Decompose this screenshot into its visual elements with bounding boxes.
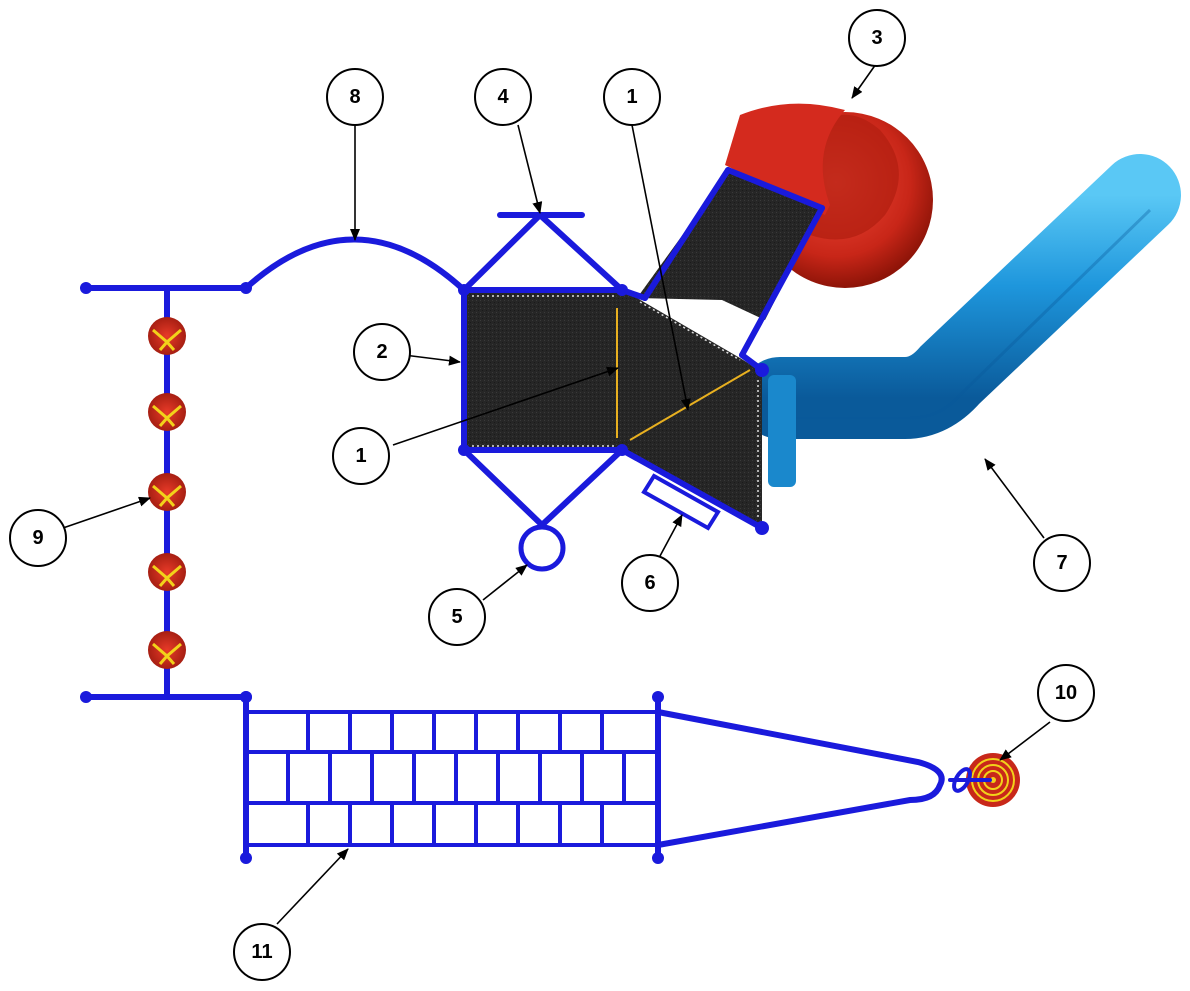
- tension-frame: [655, 709, 945, 848]
- ladder-rungs: [286, 710, 626, 847]
- ring-handle-5: [461, 447, 625, 572]
- callout-8: 8: [326, 68, 384, 126]
- callout-10-label: 10: [1055, 682, 1077, 704]
- joint: [80, 691, 92, 703]
- handhold: [148, 631, 186, 669]
- handholds: [148, 317, 186, 669]
- tube-slide-7: [739, 154, 1181, 487]
- callout-1a: 1: [603, 68, 661, 126]
- handhold: [148, 553, 186, 591]
- slide-chute: [637, 172, 822, 320]
- spiral-entry: [725, 103, 845, 215]
- leader-2: [403, 354, 461, 366]
- leader-1a: [631, 124, 691, 411]
- callout-4-label: 4: [497, 86, 509, 108]
- callout-6-label: 6: [644, 572, 655, 594]
- callout-3-label: 3: [871, 27, 882, 49]
- handhold: [148, 393, 186, 431]
- callout-5-label: 5: [451, 606, 462, 628]
- callout-8-label: 8: [349, 86, 360, 108]
- main-deck-assembly: [458, 167, 825, 572]
- triangle-rail-4: [461, 212, 625, 293]
- leader-9: [62, 496, 151, 529]
- leader-11: [276, 848, 349, 925]
- callout-4: 4: [474, 68, 532, 126]
- leader-4: [517, 124, 543, 214]
- climbing-wall-9: [80, 282, 252, 703]
- callout-6: 6: [621, 554, 679, 612]
- joint: [80, 282, 92, 294]
- handhold: [148, 317, 186, 355]
- callout-1b-label: 1: [355, 445, 366, 467]
- callout-9: 9: [9, 509, 67, 567]
- callout-2: 2: [353, 323, 411, 381]
- arch-bridge-8: [243, 236, 467, 293]
- callouts: 1 1 2 3 4 5 6 7: [9, 9, 1095, 981]
- tube-entry-flange: [768, 375, 796, 487]
- leader-10: [999, 721, 1051, 761]
- spiral-slide-3: [725, 103, 933, 288]
- callout-5: 5: [428, 588, 486, 646]
- callout-3: 3: [848, 9, 906, 67]
- callout-7: 7: [1033, 534, 1091, 592]
- callout-2-label: 2: [376, 341, 387, 363]
- leader-1b: [392, 366, 619, 446]
- leader-7: [984, 458, 1045, 539]
- callout-11-label: 11: [251, 941, 272, 963]
- step-6: [641, 473, 721, 531]
- leader-5: [482, 564, 528, 601]
- leader-lines: [62, 63, 1051, 925]
- callout-11: 11: [233, 923, 291, 981]
- ladder-11: [240, 691, 664, 864]
- deck-2: [464, 290, 622, 450]
- callout-1b: 1: [332, 427, 390, 485]
- target-10: [948, 753, 1020, 807]
- callout-9-label: 9: [32, 527, 43, 549]
- handhold: [148, 473, 186, 511]
- callout-10: 10: [1037, 664, 1095, 722]
- leader-6: [659, 514, 683, 557]
- leader-3: [851, 63, 877, 99]
- callout-7-label: 7: [1056, 552, 1067, 574]
- callout-1a-label: 1: [626, 86, 637, 108]
